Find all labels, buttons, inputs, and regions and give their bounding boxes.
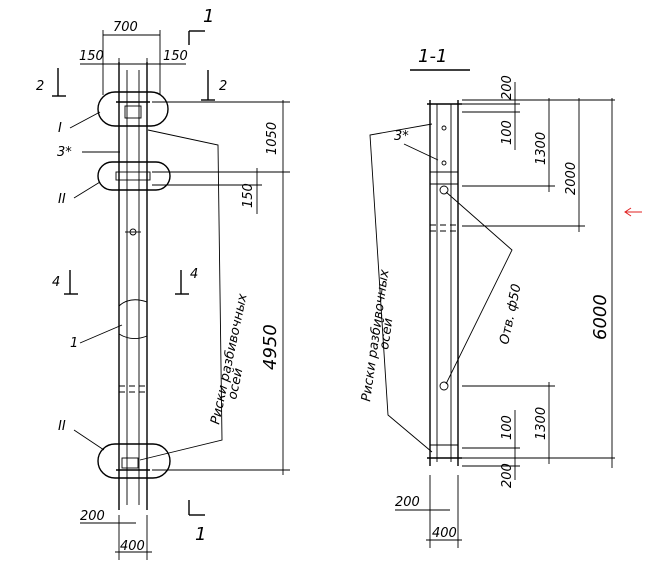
dim-200-bottom-left: 200 xyxy=(80,509,105,524)
mark-4-left: 4 xyxy=(52,275,60,290)
dim-1300-bottom: 1300 xyxy=(534,407,549,440)
pointer-arrow-icon xyxy=(624,207,642,217)
dim-1300-top: 1300 xyxy=(534,132,549,165)
dim-150-right: 150 xyxy=(163,49,188,64)
node-II-top-callout xyxy=(97,161,171,191)
node-I-callout xyxy=(97,91,169,127)
item-1-label: 1 xyxy=(70,336,78,351)
dim-200-top: 200 xyxy=(500,75,515,100)
risks-label-right-2: осей xyxy=(377,317,396,350)
mark-4-right: 4 xyxy=(190,267,198,282)
dim-150-mid: 150 xyxy=(241,183,256,208)
mark-2-left: 2 xyxy=(36,79,44,94)
dim-100-bottom: 100 xyxy=(500,415,515,440)
dim-100-top: 100 xyxy=(500,120,515,145)
hole-label: Отв. ф50 xyxy=(497,283,524,346)
node-II-bottom-callout xyxy=(97,443,171,479)
node-II-top-label: II xyxy=(58,192,66,207)
left-view: 700 150 150 1 1 2 2 I 3* II xyxy=(36,6,290,560)
dim-2000: 2000 xyxy=(564,162,579,195)
dim-700: 700 xyxy=(113,20,138,35)
dim-400-bottom-left: 400 xyxy=(120,539,145,554)
node-II-bottom-label: II xyxy=(58,419,66,434)
node-I-label: I xyxy=(58,121,62,136)
dim-6000: 6000 xyxy=(590,294,611,340)
dim-200-bottom-right: 200 xyxy=(500,463,515,488)
dim-400-bottom-right: 400 xyxy=(432,526,457,541)
dim-200-left-right: 200 xyxy=(395,495,420,510)
mark-2-right: 2 xyxy=(219,79,227,94)
dim-4950: 4950 xyxy=(260,324,281,370)
risks-label-left-1: Риски разбивочных xyxy=(208,292,250,426)
dim-150-left: 150 xyxy=(79,49,104,64)
section-mark-bottom: 1 xyxy=(195,524,206,545)
item-3-label: 3* xyxy=(57,145,72,160)
section-mark-top: 1 xyxy=(203,6,214,27)
dim-1050: 1050 xyxy=(265,122,280,155)
section-title: 1-1 xyxy=(418,46,447,67)
right-view: 1-1 3* 200 100 1300 2000 600 xyxy=(359,46,615,548)
risks-label-left-2: осей xyxy=(225,367,246,401)
item-3-right-label: 3* xyxy=(394,129,409,144)
